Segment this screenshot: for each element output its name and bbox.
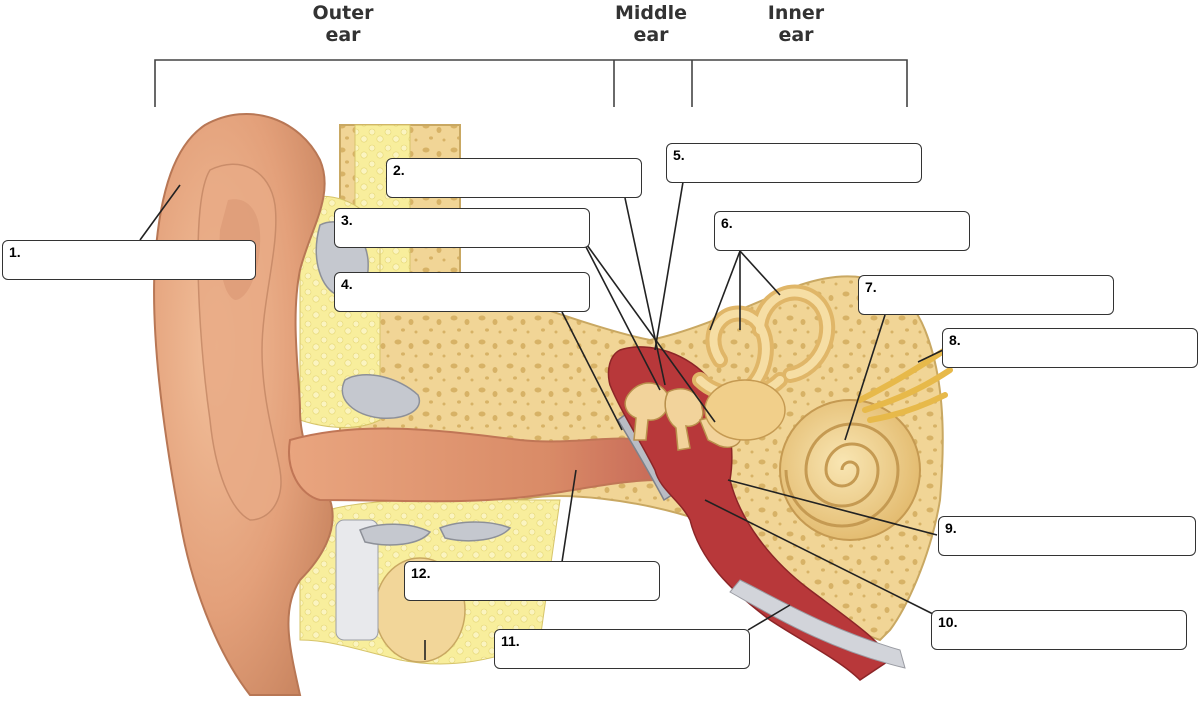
label-number-5: 5. [673,147,685,163]
label-box-10[interactable]: 10. [931,610,1187,650]
label-box-3[interactable]: 3. [334,208,590,248]
section-title-outer-ear: Outer ear [312,2,374,46]
label-number-3: 3. [341,212,353,228]
label-box-2[interactable]: 2. [386,158,642,198]
cochlea [779,399,921,541]
label-box-11[interactable]: 11. [494,629,750,669]
label-box-7[interactable]: 7. [858,275,1114,315]
label-box-6[interactable]: 6. [714,211,970,251]
label-box-1[interactable]: 1. [2,240,256,280]
label-number-4: 4. [341,276,353,292]
section-brackets [154,59,908,107]
vestibule [704,379,786,441]
section-title-inner-ear: Inner ear [767,2,825,46]
label-box-12[interactable]: 12. [404,561,660,601]
section-title-middle-ear: Middle ear [614,2,688,46]
ear-canal [288,427,662,503]
auditory-nerve [857,347,953,423]
label-number-12: 12. [411,565,431,581]
label-box-5[interactable]: 5. [666,143,922,183]
label-box-8[interactable]: 8. [942,328,1198,368]
label-number-1: 1. [9,244,21,260]
label-box-9[interactable]: 9. [938,516,1196,556]
label-number-9: 9. [945,520,957,536]
label-number-11: 11. [501,633,520,649]
leader-lines [139,181,944,660]
label-number-2: 2. [393,162,405,178]
label-number-7: 7. [865,279,877,295]
label-box-4[interactable]: 4. [334,272,590,312]
label-number-8: 8. [949,332,961,348]
label-number-6: 6. [721,215,733,231]
label-number-10: 10. [938,614,958,630]
